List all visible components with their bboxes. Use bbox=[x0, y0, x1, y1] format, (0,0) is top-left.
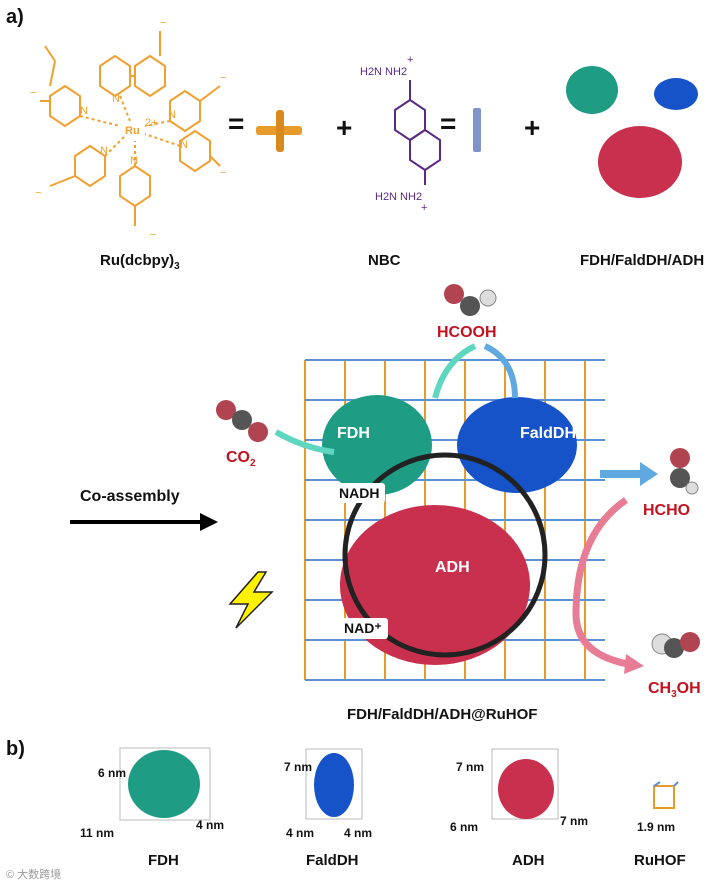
light-bolt-icon bbox=[228, 571, 274, 629]
ru-center-label: Ru bbox=[125, 125, 140, 137]
carboxylate-minus-6: − bbox=[150, 229, 156, 241]
falddh-dim-length: 4 nm bbox=[286, 826, 315, 840]
fdh-dimension-box bbox=[119, 747, 211, 821]
adh-dim-length: 6 nm bbox=[450, 820, 479, 834]
fdh-dim-length: 11 nm bbox=[80, 826, 115, 840]
n-label-4: N bbox=[100, 145, 108, 157]
adh-dimension-box bbox=[491, 748, 559, 820]
carboxylate-minus-1: − bbox=[160, 17, 166, 29]
ruhof-dim: 1.9 nm bbox=[637, 820, 676, 834]
nbc-top-plus: + bbox=[407, 55, 413, 66]
adh-in-framework-label: ADH bbox=[435, 559, 470, 576]
hcho-out-arrow bbox=[600, 462, 658, 486]
nbc-linker-icon bbox=[473, 108, 481, 152]
ch3oh-flow-arrows bbox=[572, 497, 644, 674]
falddh-b-caption: FaldDH bbox=[306, 852, 359, 869]
plus-sign-1: + bbox=[336, 112, 353, 143]
fdh-b-caption: FDH bbox=[148, 852, 179, 869]
fdh-in-framework-label: FDH bbox=[337, 425, 370, 442]
ch3oh-label: CH3OH bbox=[648, 680, 701, 701]
ruhof-b-caption: RuHOF bbox=[634, 852, 686, 869]
enzymes-caption: FDH/FaldDH/ADH bbox=[580, 252, 705, 269]
adh-b-caption: ADH bbox=[512, 852, 545, 869]
hcho-molecule-icon bbox=[670, 448, 699, 495]
n-label-6: N bbox=[130, 155, 138, 167]
adh-dim-width: 7 nm bbox=[560, 814, 589, 828]
falddh-dim-width: 4 nm bbox=[344, 826, 373, 840]
fdh-dim-width: 4 nm bbox=[196, 818, 225, 832]
carboxylate-minus-2: − bbox=[30, 87, 36, 99]
ru-node-icon bbox=[256, 110, 302, 152]
nbc-caption: NBC bbox=[368, 252, 401, 269]
co2-in-arrow bbox=[274, 429, 335, 455]
carboxylate-minus-4: − bbox=[220, 167, 226, 179]
framework-caption: FDH/FaldDH/ADH@RuHOF bbox=[347, 706, 538, 723]
watermark: © 大数跨境 bbox=[6, 869, 62, 881]
hcooh-molecule-icon bbox=[444, 284, 497, 316]
co2-label: CO2 bbox=[226, 449, 256, 470]
nad-plus-label: NAD⁺ bbox=[338, 618, 388, 639]
equals-sign-1: = bbox=[228, 108, 245, 139]
falddh-dim-height: 7 nm bbox=[284, 760, 313, 774]
ru-dcbpy3-structure: Ru 2+ − − − − − − N N N N N N bbox=[30, 17, 226, 241]
nbc-structure: H2N NH2 + H2N NH2 + bbox=[360, 55, 441, 214]
panel-b-label: b) bbox=[6, 738, 25, 760]
falddh-dimension-box bbox=[305, 748, 363, 820]
n-label-1: N bbox=[112, 93, 120, 105]
plus-sign-2: + bbox=[524, 112, 541, 143]
coassembly-label: Co-assembly bbox=[80, 488, 180, 505]
fdh-dim-height: 6 nm bbox=[98, 766, 127, 780]
ru-caption: Ru(dcbpy)3 bbox=[100, 252, 180, 272]
equals-sign-2: = bbox=[440, 108, 457, 139]
hcho-label: HCHO bbox=[643, 502, 691, 519]
panel-a-label: a) bbox=[6, 6, 24, 28]
n-label-2: N bbox=[80, 105, 88, 117]
falddh-in-framework-label: FaldDH bbox=[520, 425, 576, 442]
nbc-bottom-plus: + bbox=[421, 202, 427, 214]
nbc-bottom-group: H2N NH2 bbox=[375, 191, 422, 203]
co2-molecule-icon bbox=[216, 400, 268, 442]
hcooh-flow-arrows bbox=[432, 343, 518, 399]
nadh-label: NADH bbox=[333, 483, 386, 503]
ch3oh-molecule-icon bbox=[651, 632, 700, 658]
carboxylate-minus-5: − bbox=[35, 187, 41, 199]
nbc-top-group: H2N NH2 bbox=[360, 66, 407, 78]
enzymes-cluster-icon bbox=[566, 66, 698, 198]
hcooh-label: HCOOH bbox=[437, 324, 497, 341]
ru-charge-label: 2+ bbox=[145, 117, 158, 129]
ruhof-unit-cell-icon bbox=[653, 781, 679, 809]
adh-dim-height: 7 nm bbox=[456, 760, 485, 774]
coassembly-arrow bbox=[70, 513, 218, 531]
n-label-5: N bbox=[180, 139, 188, 151]
carboxylate-minus-3: − bbox=[220, 72, 226, 84]
n-label-3: N bbox=[168, 109, 176, 121]
